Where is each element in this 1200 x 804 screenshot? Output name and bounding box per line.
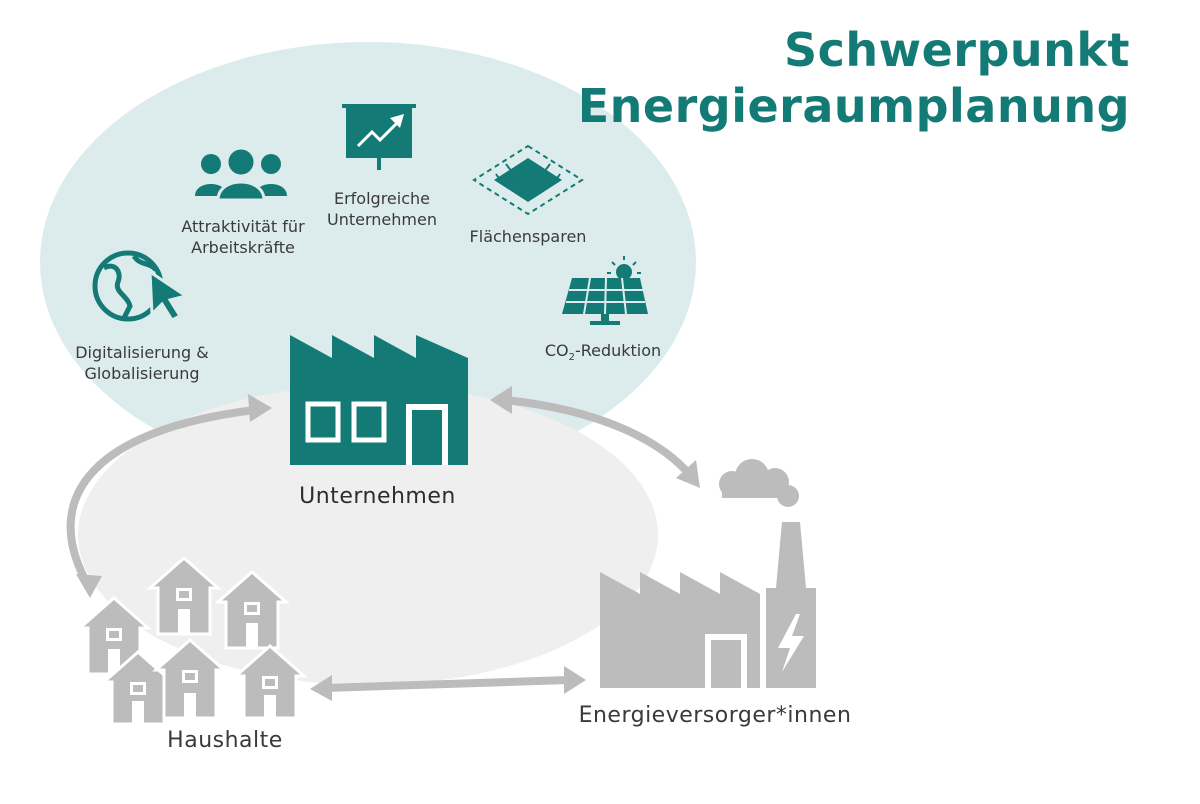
- arrow-companies-supplier: [501, 396, 694, 479]
- label-energy-suppliers: Energieversorger*innen: [578, 703, 852, 728]
- houses-icon: [76, 555, 308, 726]
- label-digitalization: Digitalisierung & Globalisierung: [75, 343, 209, 383]
- arrow-heads: [76, 386, 700, 701]
- cycle-arrows: [66, 396, 694, 692]
- title-line-1: Schwerpunkt: [783, 23, 1130, 77]
- people-icon: [195, 146, 287, 202]
- globe-cursor-icon: [92, 250, 190, 322]
- growth-chart-icon: [342, 104, 416, 170]
- arrowhead: [564, 666, 586, 694]
- arrowhead: [310, 675, 332, 701]
- cycle-area: [78, 385, 658, 685]
- label-land-saving: Flächensparen: [469, 227, 587, 246]
- arrowhead: [676, 460, 700, 488]
- company-factory-icon: [290, 335, 468, 465]
- arrowhead: [248, 394, 272, 422]
- label-companies: Unternehmen: [299, 484, 456, 509]
- smoke-icon: [719, 459, 799, 507]
- benefits-area: [40, 42, 696, 445]
- label-co2-reduction: CO2-Reduktion: [544, 341, 662, 363]
- label-attractiveness: Attraktivität für Arbeitskräfte: [181, 217, 305, 257]
- arrow-households-companies: [66, 406, 259, 589]
- arrow-households-supplier: [321, 676, 572, 692]
- solar-panel-icon: [562, 256, 648, 325]
- arrowhead: [76, 574, 102, 598]
- label-successful-companies: Erfolgreiche Unternehmen: [327, 189, 437, 229]
- label-households: Haushalte: [167, 728, 283, 753]
- land-saving-icon: [472, 144, 584, 216]
- power-plant-icon: [600, 459, 816, 688]
- page-title: Schwerpunkt Energieraumplanung: [578, 22, 1130, 134]
- arrowhead: [490, 386, 512, 414]
- title-line-2: Energieraumplanung: [577, 79, 1130, 133]
